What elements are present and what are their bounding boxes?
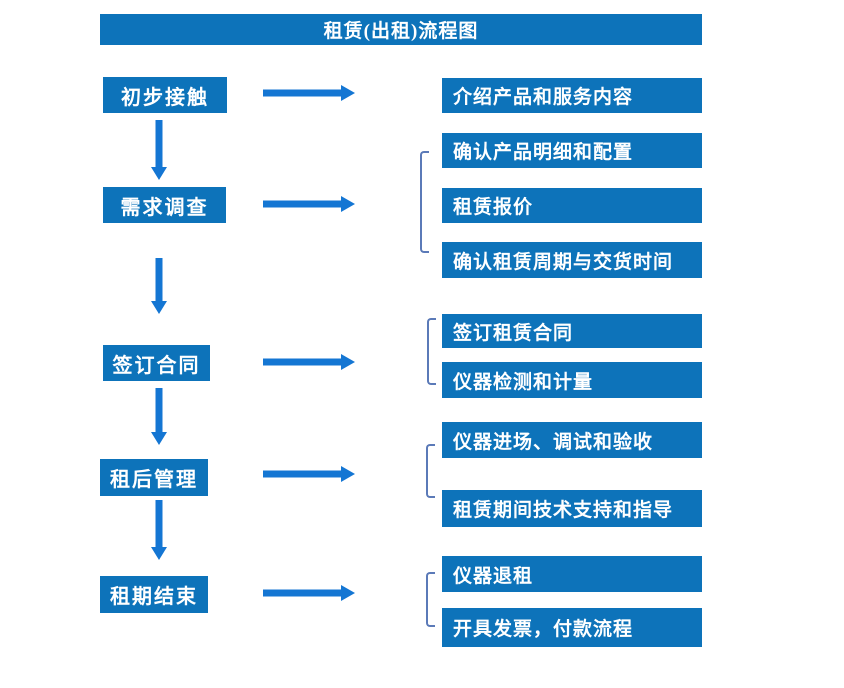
arrow-right-icon	[263, 85, 355, 101]
arrow-right-icon	[263, 585, 355, 601]
detail-box-confirm-product-details: 确认产品明细和配置	[442, 133, 702, 168]
group-bracket-icon	[426, 444, 435, 498]
detail-box-invoice-payment: 开具发票，付款流程	[442, 608, 702, 647]
group-bracket-icon	[420, 151, 429, 253]
arrow-down-icon	[150, 258, 168, 314]
detail-box-confirm-rental-period: 确认租赁周期与交货时间	[442, 242, 702, 278]
arrow-right-icon	[263, 466, 355, 482]
arrow-down-icon	[150, 120, 168, 180]
detail-box-technical-support: 租赁期间技术支持和指导	[442, 490, 702, 527]
arrow-down-icon	[150, 388, 168, 445]
detail-box-sign-rental-contract: 签订租赁合同	[442, 314, 702, 348]
arrow-right-icon	[263, 196, 355, 212]
step-box-post-rental-management: 租后管理	[100, 459, 208, 496]
flowchart-title: 租赁(出租)流程图	[100, 14, 702, 45]
detail-box-rental-quotation: 租赁报价	[442, 188, 702, 223]
group-bracket-icon	[427, 318, 436, 385]
group-bracket-icon	[426, 572, 435, 627]
step-box-demand-survey: 需求调查	[103, 187, 226, 223]
arrow-right-icon	[263, 354, 355, 370]
detail-box-instrument-return: 仪器退租	[442, 556, 702, 592]
step-box-rental-end: 租期结束	[100, 576, 208, 613]
step-box-sign-contract: 签订合同	[103, 345, 210, 381]
detail-box-instrument-testing: 仪器检测和计量	[442, 362, 702, 398]
step-box-initial-contact: 初步接触	[103, 77, 227, 113]
detail-box-instrument-setup: 仪器进场、调试和验收	[442, 422, 702, 458]
detail-box-introduce-products: 介绍产品和服务内容	[442, 78, 702, 113]
arrow-down-icon	[150, 500, 168, 560]
